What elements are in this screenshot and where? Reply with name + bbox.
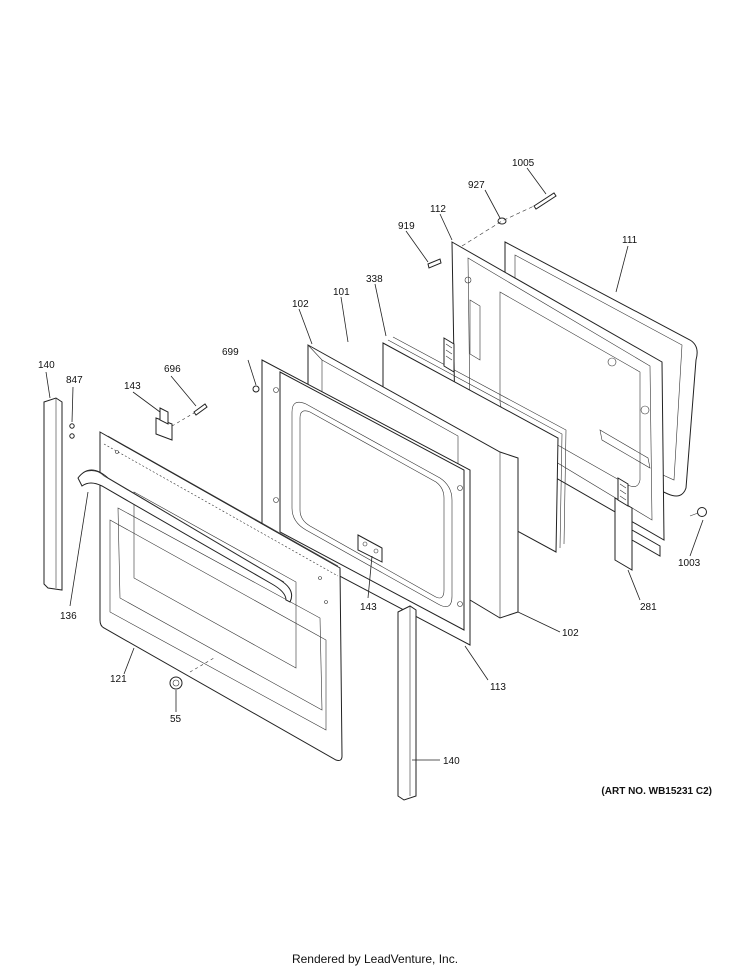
inner-panel-113 [261,359,471,646]
callout-1003: 1003 [678,558,701,569]
handle-136 [77,469,293,603]
footer-credit: Rendered by LeadVenture, Inc. [291,952,459,966]
callout-102-top: 102 [292,299,309,310]
screw-919 [427,258,442,269]
screw-1005 [533,192,557,210]
callout-labels: 1005 927 112 919 111 338 101 102 699 696… [38,158,701,767]
hinge-281 [614,477,661,571]
screw-699 [252,385,260,393]
callout-927: 927 [468,180,485,191]
callout-143-top: 143 [124,381,141,392]
callout-140-left: 140 [38,360,55,371]
callout-143-mid: 143 [360,602,377,613]
leader-lines [45,167,704,761]
bracket-143-mid [357,534,383,563]
callout-112: 112 [430,204,446,215]
callout-55: 55 [170,714,182,725]
callout-919: 919 [398,221,415,232]
trim-140-left [43,397,63,591]
callout-136: 136 [60,611,77,622]
callout-101: 101 [333,287,350,298]
callout-102-right: 102 [562,628,579,639]
callout-847: 847 [66,375,83,386]
screw-696 [193,403,208,416]
spring-left [443,337,455,373]
screw-1003 [689,507,707,517]
art-number: (ART NO. WB15231 C2) [601,786,712,797]
callout-140-bottom: 140 [443,756,460,767]
callout-113: 113 [490,682,506,693]
callout-338: 338 [366,274,383,285]
callout-696: 696 [164,364,181,375]
callout-1005: 1005 [512,158,535,169]
bracket-143-top [155,407,173,441]
knob-55 [169,676,183,690]
fasteners-847 [69,423,75,439]
callout-281: 281 [640,602,657,613]
trim-140-bottom [397,605,417,801]
callout-121: 121 [110,674,127,685]
callout-699: 699 [222,347,239,358]
callout-111: 111 [622,235,638,246]
